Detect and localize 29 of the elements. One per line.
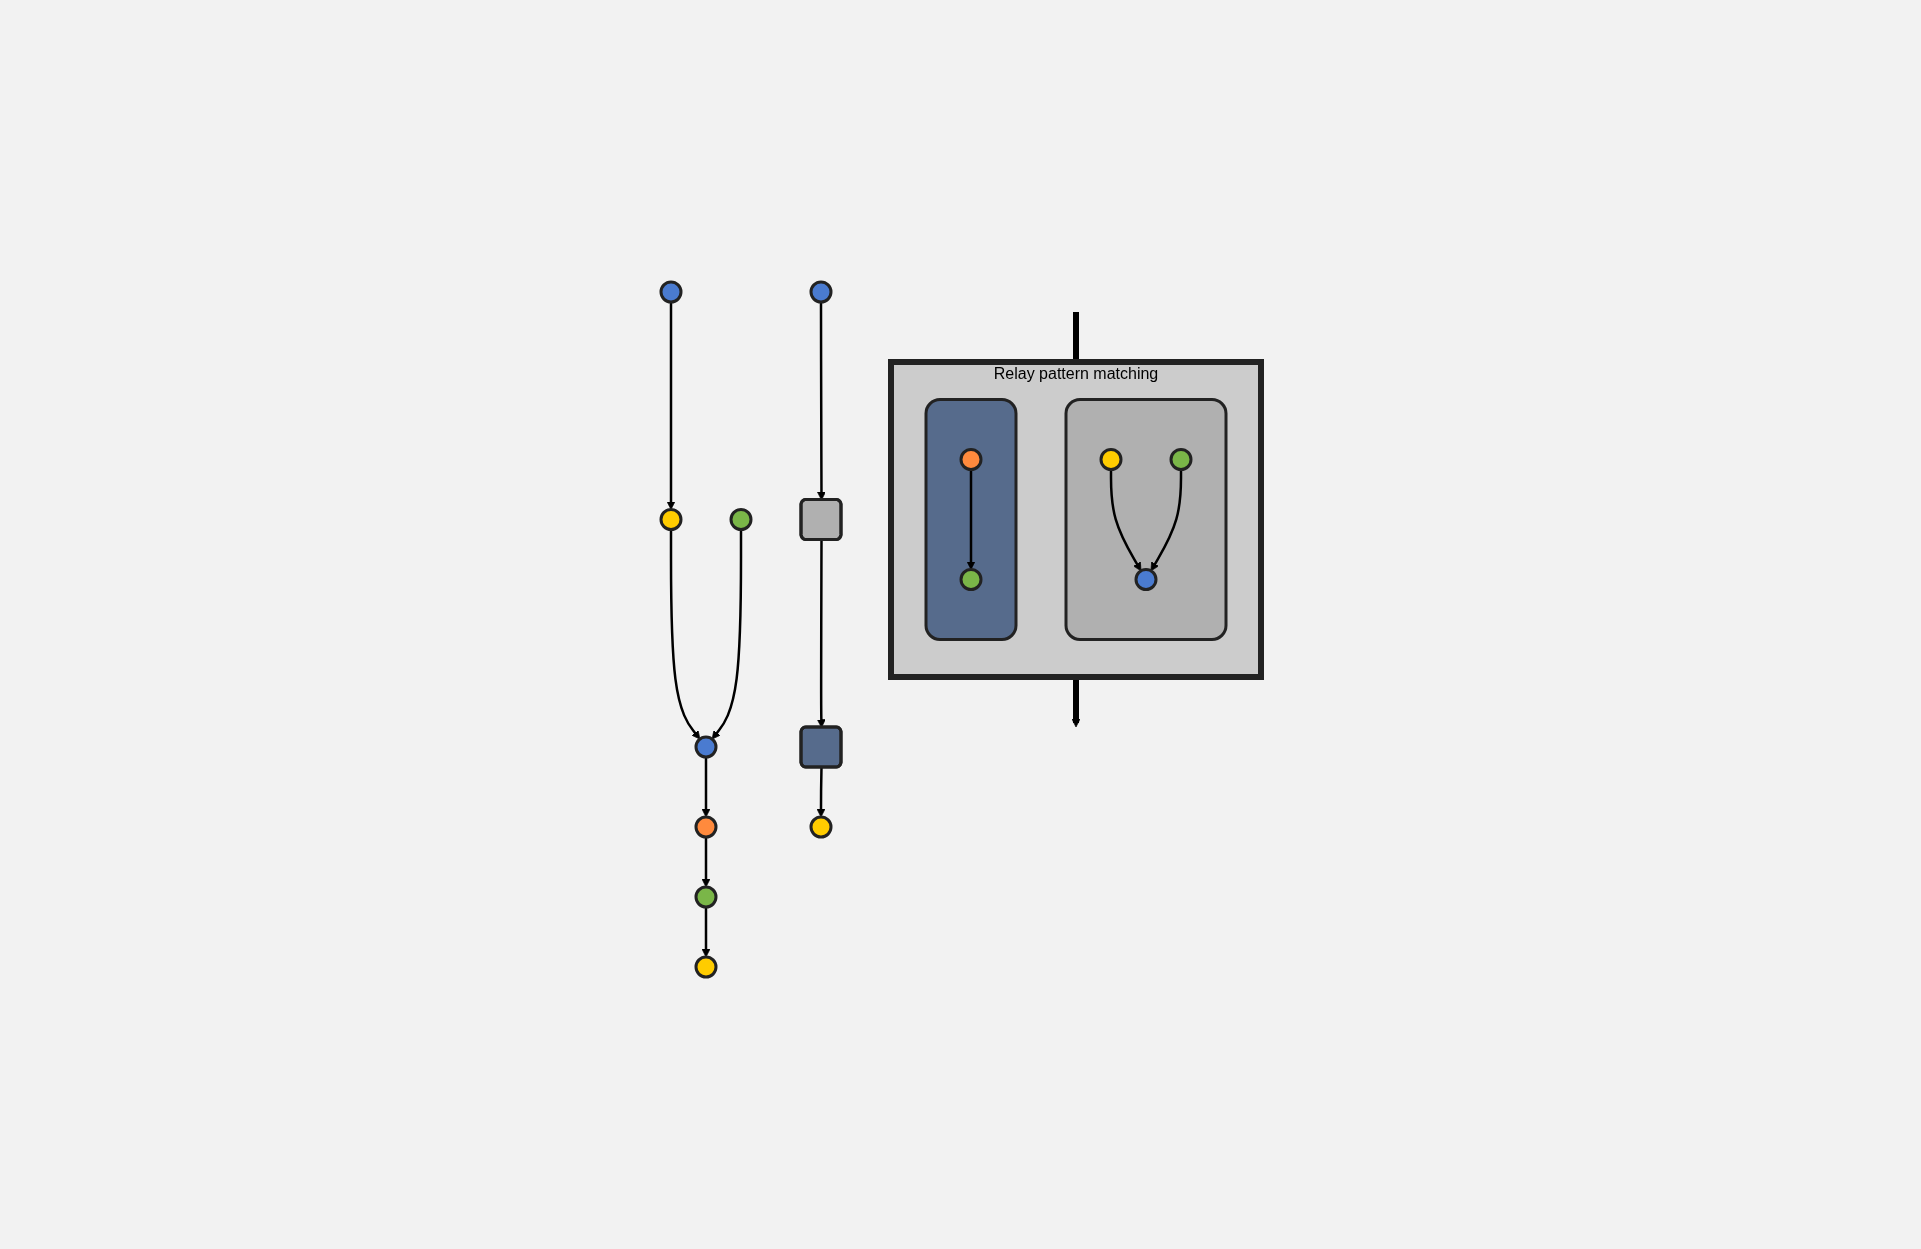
node-circle bbox=[1169, 448, 1192, 471]
node-circle bbox=[659, 508, 682, 531]
node-circle bbox=[959, 568, 982, 591]
arrow bbox=[816, 540, 826, 728]
node-circle bbox=[809, 815, 832, 839]
arrow bbox=[701, 757, 710, 818]
node-circle bbox=[694, 955, 717, 979]
cluster: Relay pattern matching bbox=[887, 359, 1264, 680]
node-circle bbox=[1134, 568, 1157, 591]
arrow bbox=[816, 767, 825, 818]
cluster bbox=[1064, 398, 1227, 641]
cluster bbox=[924, 398, 1017, 641]
arrow bbox=[669, 529, 700, 740]
arrow bbox=[666, 302, 675, 510]
node-circle bbox=[694, 815, 717, 839]
arrow bbox=[711, 529, 742, 740]
connector bbox=[1072, 312, 1079, 362]
arrow bbox=[1150, 469, 1182, 572]
node-circle bbox=[659, 280, 682, 304]
arrow bbox=[966, 469, 975, 570]
arrow bbox=[701, 837, 710, 888]
node-circle bbox=[694, 735, 717, 759]
node-circle bbox=[729, 508, 752, 531]
node-circle bbox=[959, 448, 982, 471]
node-circle bbox=[1099, 448, 1122, 471]
node-circle bbox=[809, 280, 832, 304]
node-circle bbox=[694, 885, 717, 909]
arrow bbox=[701, 907, 710, 958]
arrow bbox=[1109, 469, 1141, 572]
